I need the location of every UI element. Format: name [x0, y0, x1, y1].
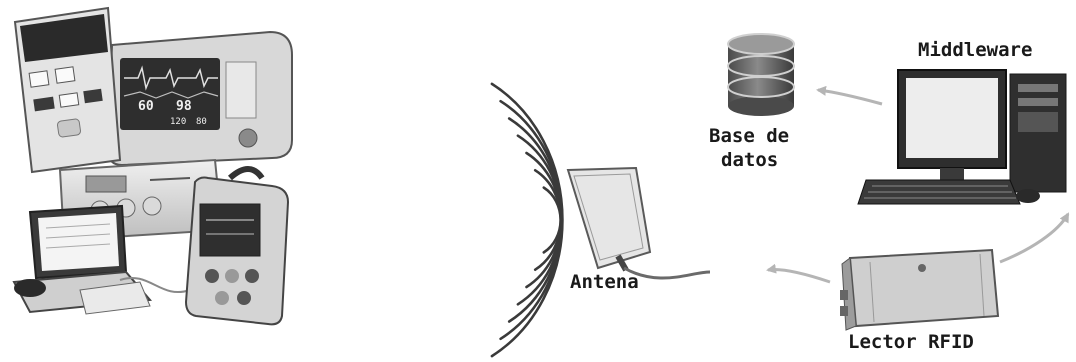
label-middleware: Middleware: [918, 38, 1032, 62]
handheld-device-icon: [15, 8, 120, 172]
patient-monitor-icon: 60 98 120 80: [108, 32, 292, 165]
monitor-value-spo2: 98: [176, 99, 192, 114]
rf-wave-arc: [518, 136, 562, 305]
label-base-de-datos-line1: Base de: [709, 124, 789, 148]
antenna-icon: [568, 168, 710, 278]
label-antena: Antena: [570, 270, 639, 294]
monitor-value-sys: 120: [170, 117, 186, 127]
arrow-middleware-to-database: [818, 90, 882, 104]
rfid-reader-icon: [840, 250, 998, 330]
label-base-de-datos-line2: datos: [721, 148, 778, 172]
monitor-value-dia: 80: [196, 117, 207, 127]
monitor-value-hr: 60: [138, 99, 154, 114]
label-lector-rfid: Lector RFID: [848, 330, 974, 354]
database-icon: [728, 34, 794, 116]
arrow-reader-to-antenna: [768, 270, 830, 283]
arrow-reader-to-middleware: [1000, 214, 1068, 262]
portable-monitor-icon: [186, 169, 288, 324]
rf-wave-icon: [492, 84, 563, 356]
medical-devices-group: 60 98 120 80: [14, 8, 292, 324]
desktop-computer-icon: [858, 70, 1066, 204]
